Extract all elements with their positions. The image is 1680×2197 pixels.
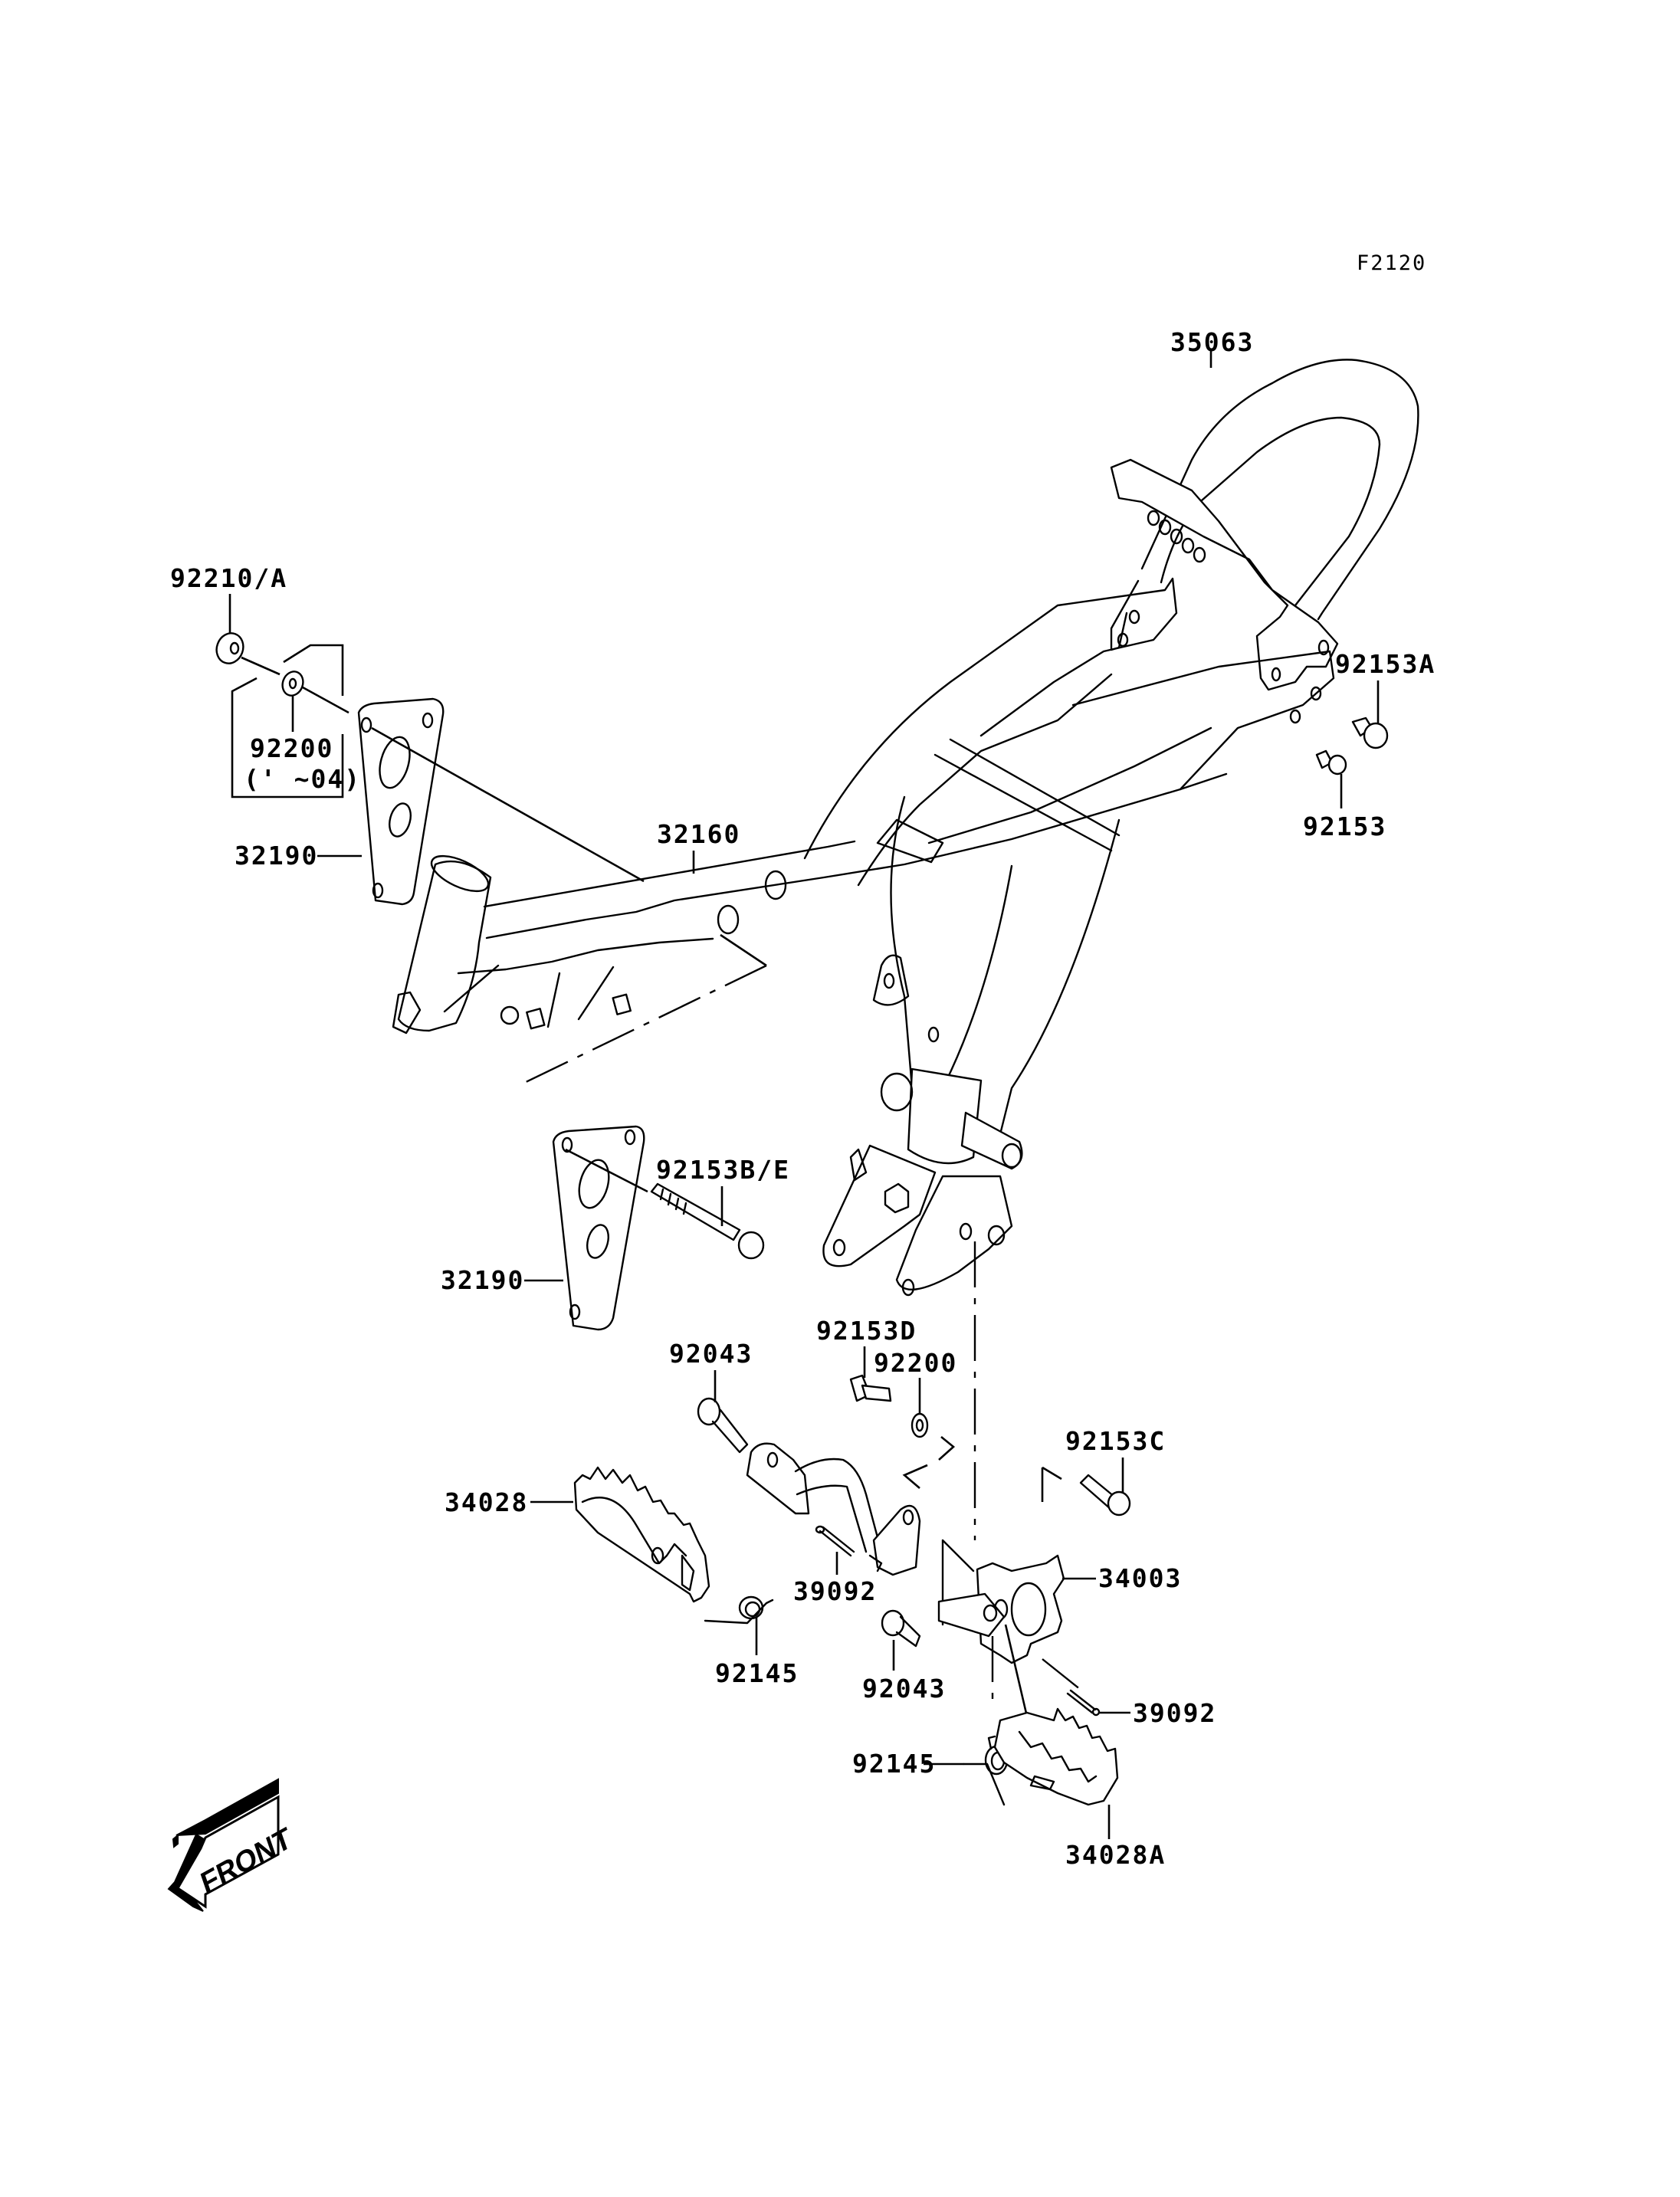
label-34028A: 34028A [1065,1840,1166,1870]
frame-32160[interactable] [392,577,1335,1297]
bolt-92153BE[interactable] [650,1182,765,1260]
footrest-bracket-34003[interactable] [937,1554,1065,1664]
label-92153D: 92153D [816,1316,917,1346]
label-92200-top: 92200 [250,733,333,763]
label-92153BE: 92153B/E [656,1155,790,1185]
bolt-92153A[interactable] [1351,716,1389,749]
nut-92210A[interactable] [212,629,248,667]
label-39092-right: 39092 [1133,1698,1216,1728]
pin-92043-top[interactable] [697,1397,749,1454]
label-92200-mid: 92200 [874,1348,957,1378]
bracket-32190-bottom[interactable] [552,1125,645,1331]
front-direction-arrow: FRONT [167,1778,295,1912]
label-39092-left: 39092 [793,1576,877,1606]
bolt-92153C[interactable] [1079,1474,1131,1517]
footrest-34028[interactable] [573,1466,710,1603]
grab-handle-35063[interactable] [1110,359,1419,691]
bracket-32190-top[interactable] [357,697,445,906]
label-34003: 34003 [1098,1563,1182,1593]
footrest-34028A[interactable] [993,1707,1119,1806]
label-92043-top: 92043 [669,1339,753,1369]
spring-92145-left[interactable] [704,1595,774,1625]
pin-92043-bottom[interactable] [881,1609,921,1648]
figure-code: F2120 [1357,251,1426,275]
label-32190-bottom: 32190 [441,1265,524,1295]
cotter-pin-39092-right[interactable] [1066,1689,1101,1717]
label-92043-bottom: 92043 [862,1674,946,1703]
bolt-92153[interactable] [1315,749,1347,776]
label-92200-top-note: (' ~04) [244,764,361,794]
cotter-pin-39092-left[interactable] [815,1525,855,1557]
footrest-bracket-left[interactable] [746,1442,975,1626]
label-35063: 35063 [1170,327,1254,357]
washer-92200-mid[interactable] [911,1412,929,1438]
label-32160: 32160 [657,819,740,849]
label-34028: 34028 [445,1487,528,1517]
label-92210A: 92210/A [170,563,287,593]
label-92145-right: 92145 [852,1749,936,1779]
washer-92200-top[interactable] [279,669,306,699]
label-92153: 92153 [1303,812,1386,841]
bolt-92153D[interactable] [849,1374,892,1402]
label-92153C: 92153C [1065,1426,1166,1456]
label-92145-left: 92145 [715,1658,799,1688]
label-32190-top: 32190 [235,841,318,871]
label-92153A: 92153A [1335,649,1436,679]
